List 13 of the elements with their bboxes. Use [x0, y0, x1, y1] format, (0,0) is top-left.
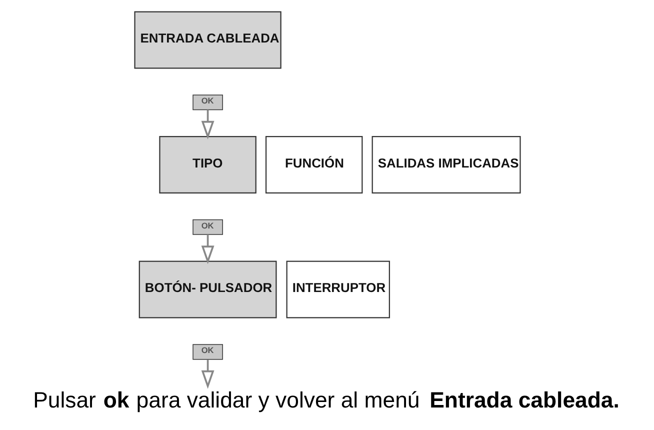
- caption: Pulsar ok para validar y volver al menú Entrada cableada.: [32, 387, 619, 412]
- node-box: TIPO: [158, 136, 256, 194]
- node-box: OK: [192, 94, 222, 110]
- arrow: [200, 234, 214, 264]
- node-box: INTERRUPTOR: [286, 260, 390, 318]
- node-box: BOTÓN- PULSADOR: [138, 260, 276, 318]
- node-box: OK: [192, 219, 222, 235]
- arrow: [200, 110, 214, 140]
- node-box: ENTRADA CABLEADA: [134, 11, 281, 69]
- node-box: FUNCIÓN: [264, 136, 362, 194]
- node-box: SALIDAS IMPLICADAS: [371, 136, 520, 194]
- node-box: OK: [192, 344, 222, 360]
- arrow: [200, 360, 214, 389]
